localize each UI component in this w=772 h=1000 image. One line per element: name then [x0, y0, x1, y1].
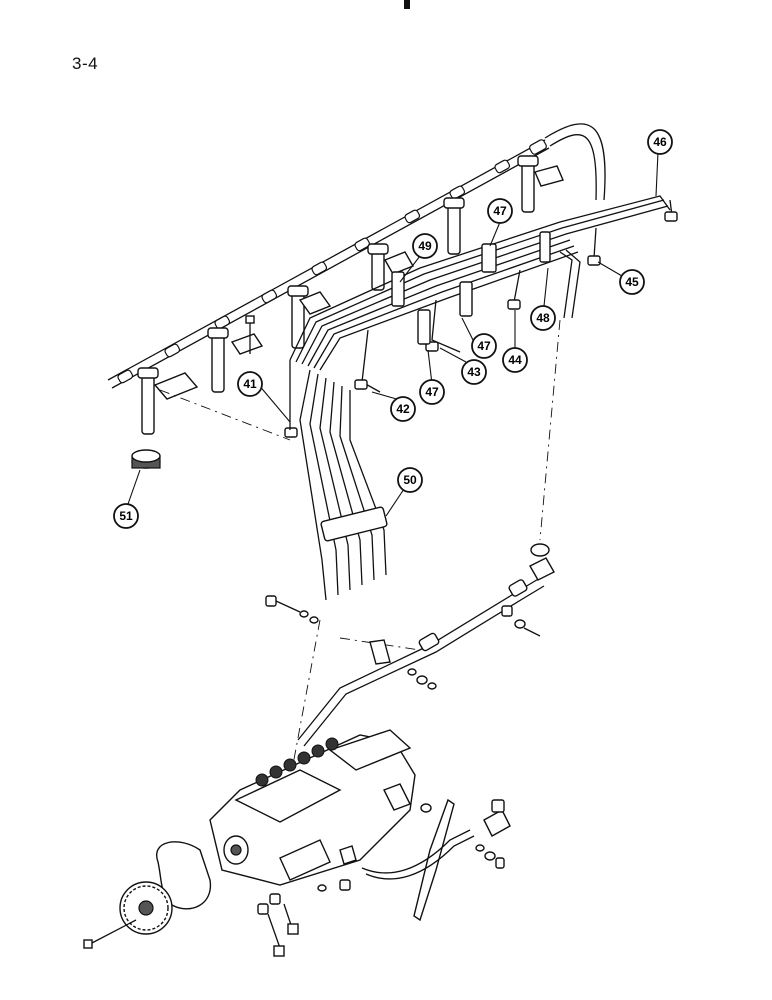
return-line-lower	[265, 543, 555, 747]
svg-text:48: 48	[536, 311, 550, 325]
page-number: 3-4	[72, 54, 99, 73]
svg-text:51: 51	[119, 509, 133, 523]
callout-45: 45	[619, 269, 645, 295]
injector-6	[517, 155, 564, 213]
leak-off-fittings	[117, 139, 547, 384]
callout-50: 50	[397, 467, 423, 493]
cropped-title-fragment	[404, 0, 410, 9]
callout-42: 42	[390, 396, 416, 422]
svg-text:42: 42	[396, 402, 410, 416]
injector-2	[207, 327, 264, 393]
callout-47-top: 47	[487, 198, 513, 224]
callout-51: 51	[113, 503, 139, 529]
svg-text:47: 47	[477, 339, 491, 353]
injector-4	[367, 243, 415, 291]
callout-41: 41	[237, 371, 263, 397]
callout-49: 49	[412, 233, 438, 259]
injector-seal	[131, 449, 161, 469]
injector-3	[287, 285, 332, 349]
svg-text:45: 45	[625, 275, 639, 289]
callout-48: 48	[530, 305, 556, 331]
callout-46: 46	[647, 129, 673, 155]
pump-outlets	[255, 737, 339, 787]
svg-text:47: 47	[493, 204, 507, 218]
callout-47-bottom: 47	[419, 379, 445, 405]
bolt-set-1	[265, 595, 319, 624]
svg-text:46: 46	[653, 135, 667, 149]
svg-text:41: 41	[243, 377, 257, 391]
drive-gear	[83, 881, 173, 949]
injectors	[137, 155, 564, 435]
injection-pipes	[284, 195, 678, 601]
callout-44: 44	[502, 347, 528, 373]
svg-text:44: 44	[508, 353, 522, 367]
assembly-lines	[159, 319, 561, 771]
svg-text:47: 47	[425, 385, 439, 399]
pump-fasteners	[257, 879, 351, 957]
leak-off-line	[107, 123, 606, 389]
injection-pump	[209, 729, 416, 886]
svg-text:50: 50	[403, 473, 417, 487]
callout-47-right: 47	[471, 333, 497, 359]
pump-bracket	[361, 783, 511, 922]
svg-text:43: 43	[467, 365, 481, 379]
clamp-bracket	[369, 639, 437, 690]
injector-5	[443, 197, 465, 255]
callout-43: 43	[461, 359, 487, 385]
bolt-set-2	[501, 605, 541, 637]
svg-text:49: 49	[418, 239, 432, 253]
